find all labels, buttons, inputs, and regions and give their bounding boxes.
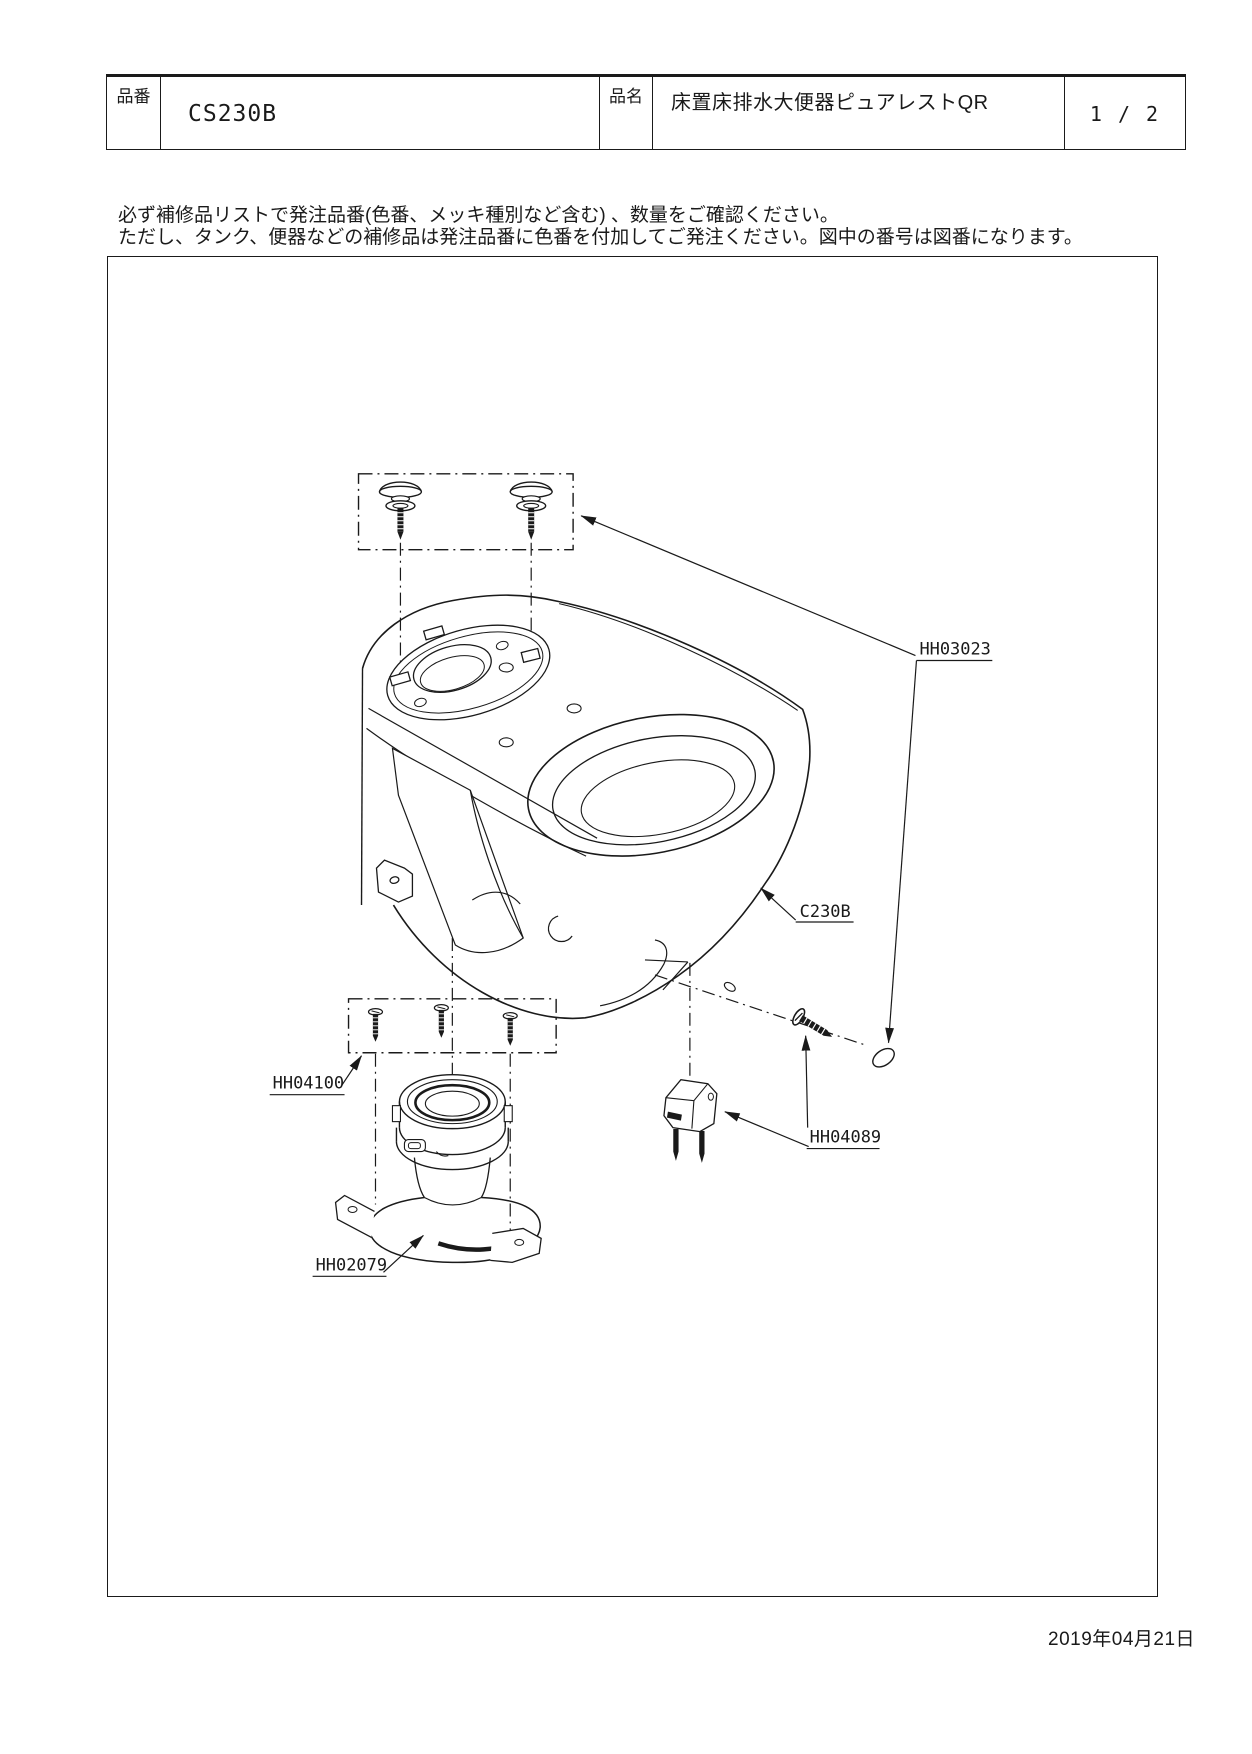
order-notes: 必ず補修品リストで発注品番(色番、メッキ種別など含む) 、数量をご確認ください。… (118, 205, 1128, 248)
page-number: 1 / 2 (1064, 77, 1185, 149)
floor-screw-middle (433, 1004, 449, 1039)
exploded-diagram: HH03023 C230B HH04100 HH04089 HH02079 (269, 473, 993, 1277)
floor-screw-right (502, 1012, 518, 1047)
leader-HH03023-top (580, 515, 916, 657)
leader-HH02079 (383, 1234, 424, 1273)
order-note-line1: 必ず補修品リストで発注品番(色番、メッキ種別など含む) 、数量をご確認ください。 (118, 205, 839, 226)
front-panel (391, 747, 573, 954)
socket-flange-drawing (334, 1074, 542, 1264)
leader-C230B (760, 887, 797, 921)
leader-HH03023-bottom (885, 660, 918, 1044)
label-fixing-set: HH04089 (810, 1127, 881, 1147)
leader-HH04089-screw (801, 1035, 811, 1128)
label-bowl: C230B (800, 901, 851, 921)
document-date: 2019年04月21日 (1048, 1629, 1196, 1650)
centerlines (374, 542, 868, 1252)
floor-screw-left (367, 1008, 384, 1043)
bolt-cap-bottom (872, 1047, 895, 1068)
bolt-cap-right (509, 481, 553, 541)
part-number-value: CS230B (160, 77, 599, 149)
toilet-bowl-drawing (360, 594, 811, 1020)
floor-screw-set-box (347, 998, 557, 1054)
part-labels: HH03023 C230B HH04100 HH04089 HH02079 (269, 639, 993, 1277)
leader-HH04089-bracket (724, 1111, 809, 1148)
leader-HH04100 (341, 1055, 363, 1087)
tank-mounting-plate (386, 624, 551, 721)
bolt-cap-left (378, 481, 423, 541)
drain-outlet (599, 939, 736, 1007)
label-socket-flange: HH02079 (316, 1254, 387, 1274)
label-bolt-cap-set: HH03023 (919, 639, 990, 659)
part-number-label: 品番 (116, 87, 151, 106)
bowl-opening (527, 713, 775, 857)
deck-bolt-holes (498, 662, 582, 748)
header-table: 品番 CS230B 品名 床置床排水大便器ピュアレストQR 1 / 2 (106, 74, 1186, 150)
exploded-diagram-box: HH03023 C230B HH04100 HH04089 HH02079 (107, 256, 1158, 1597)
order-note-line2: ただし、タンク、便器などの補修品は発注品番に色番を付加してご発注ください。図中の… (118, 226, 1083, 248)
bolt-cap-set-box (357, 473, 574, 551)
left-foot-bracket (375, 859, 414, 903)
part-name-label: 品名 (599, 77, 652, 149)
fixing-bracket-drawing (663, 1079, 718, 1162)
part-name-value: 床置床排水大便器ピュアレストQR (652, 77, 1064, 149)
label-screw-set: HH04100 (273, 1073, 344, 1093)
leader-lines (341, 515, 918, 1273)
wall-fixing-screw (789, 1006, 838, 1046)
